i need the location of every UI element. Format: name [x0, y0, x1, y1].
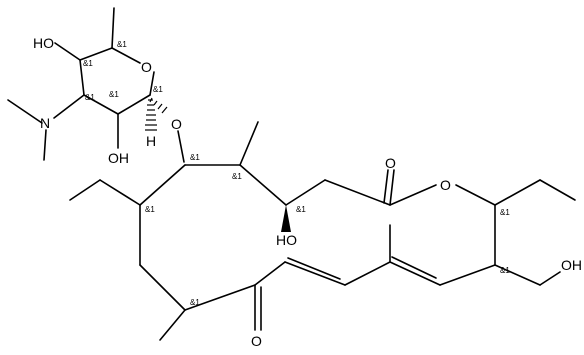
stereo-label: &1: [109, 90, 119, 99]
stereo-label: &1: [190, 298, 200, 307]
stereo-label: &1: [190, 153, 200, 162]
side-hydroxy-label: OH: [561, 257, 582, 273]
stereo-label: &1: [296, 205, 306, 214]
glycosidic-hash: [149, 97, 168, 114]
stereo-label: &1: [232, 172, 242, 181]
atom-labels: HO O N O OH H O O HO OH O: [33, 35, 582, 349]
stereo-label: &1: [85, 93, 95, 102]
stereo-label: &1: [145, 205, 155, 214]
ho-top-label: HO: [33, 35, 54, 51]
carbonyl-oxygen-label: O: [385, 155, 396, 171]
anomeric-h-hash: [145, 99, 157, 131]
anomeric-h-label: H: [146, 133, 156, 149]
sugar-ring-bonds: [7, 7, 155, 161]
stereo-label: &1: [83, 59, 93, 68]
stereo-label: &1: [153, 85, 163, 94]
stereo-labels: &1 &1 &1 &1 &1 &1 &1 &1 &1 &1 &1 &1: [83, 40, 510, 307]
amine-nitrogen-label: N: [40, 115, 50, 131]
stereo-label: &1: [117, 40, 127, 49]
glycosidic-oxygen-label: O: [171, 116, 182, 132]
macrocycle-bonds: [139, 130, 496, 311]
sugar-oh-label: OH: [108, 150, 129, 166]
hydroxy-wedge: [281, 205, 291, 232]
stereo-label: &1: [500, 208, 510, 217]
ester-oxygen-label: O: [440, 177, 451, 193]
ring-hydroxy-label: HO: [276, 232, 297, 248]
substituent-bonds: [69, 121, 576, 341]
ketone-oxygen-label: O: [251, 333, 262, 349]
stereo-label: &1: [500, 266, 510, 275]
ring-oxygen-label: O: [141, 59, 152, 75]
